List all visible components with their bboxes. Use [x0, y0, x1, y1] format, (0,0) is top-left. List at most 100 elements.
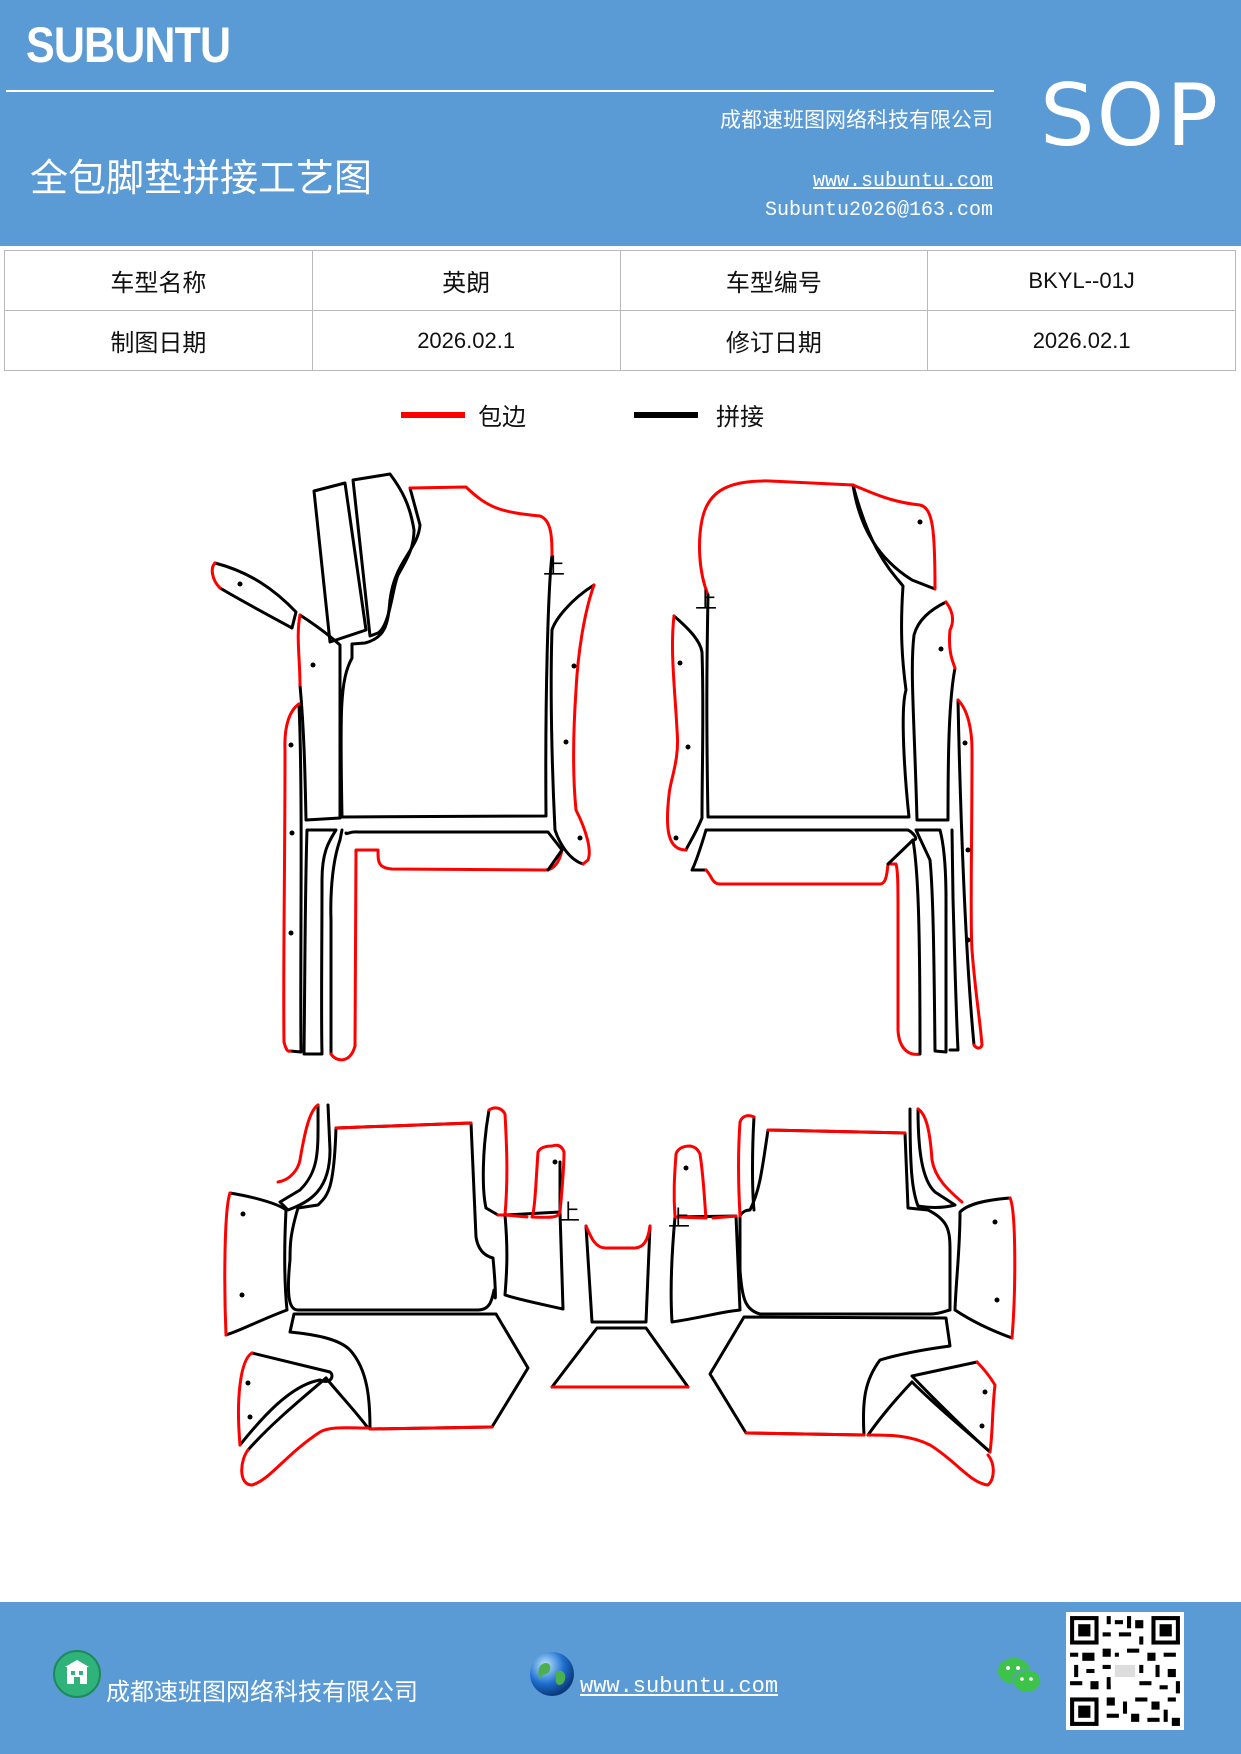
rl-left-side-edge	[223, 1191, 232, 1337]
footer-website-link[interactable]: www.subuntu.com	[580, 1674, 779, 1699]
orientation-mark-front-left: 上	[543, 555, 565, 580]
rl-left-side-seam	[224, 1191, 289, 1337]
ct-lower-seam	[550, 1326, 690, 1389]
draw-date-label: 制图日期	[4, 310, 313, 371]
rr-left-top-edge	[737, 1114, 756, 1218]
rl-dots	[239, 1159, 558, 1420]
fl-pillar-edge	[296, 613, 302, 687]
fr-long-strip-seam	[911, 838, 922, 1056]
fl-top-strip-seam	[351, 472, 416, 638]
fr-cross-seam	[690, 828, 708, 872]
fl-long-strip-seam	[329, 828, 344, 1056]
rl-lower-left-seam3	[324, 1376, 370, 1430]
fl-long-strip-seam	[302, 828, 338, 1056]
legend-edge-swatch	[401, 412, 465, 418]
front-left-mat	[210, 472, 596, 1062]
orientation-mark-rear-left: 上	[558, 1201, 580, 1226]
rear-right-mat	[669, 1107, 1017, 1487]
sop-badge: SOP	[1040, 66, 1221, 166]
fl-top-strip-seam	[312, 481, 368, 644]
rl-narrow-edge	[503, 1213, 529, 1219]
revision-date-value: 2026.02.1	[927, 310, 1236, 371]
fr-cross-seam	[704, 828, 918, 842]
fr-cross-edge	[704, 862, 922, 1056]
ct-upper-edge	[584, 1224, 652, 1250]
rl-lower-left-seam	[238, 1351, 334, 1447]
fl-main-seam	[339, 486, 554, 819]
vehicle-info-table: 车型名称 英朗 车型编号 BKYL--01J 制图日期 2026.02.1 修订…	[4, 250, 1236, 371]
model-name-label: 车型名称	[4, 250, 313, 311]
orientation-mark-front-right: 上	[695, 589, 717, 614]
rl-main-edge	[334, 1121, 473, 1130]
fl-long-strip-edge	[329, 848, 564, 1062]
rl-lower-left-seam2	[246, 1376, 328, 1452]
contact-email[interactable]: Subuntu2026@163.com	[764, 199, 993, 222]
fr-main-edge	[698, 479, 855, 597]
rr-narrow-edge	[711, 1214, 738, 1220]
rl-lower-left-edge	[240, 1426, 370, 1487]
rl-lower-left-edge	[237, 1351, 254, 1447]
qr-code[interactable]	[1066, 1612, 1184, 1730]
floor-mat-splice-diagram: 上 上 上 上	[210, 472, 1017, 1487]
rr-right-top-edge	[916, 1107, 964, 1204]
rl-left-top-edge	[276, 1103, 320, 1184]
rr-left-top-seam	[751, 1115, 756, 1212]
rr-right-top-seam	[908, 1107, 957, 1209]
ct-upper-seam	[584, 1224, 652, 1324]
rr-lower-edge	[744, 1431, 866, 1437]
table-row: 制图日期 2026.02.1 修订日期 2026.02.1	[4, 310, 1236, 371]
revision-date-label: 修订日期	[619, 310, 929, 371]
fl-main-edge	[408, 485, 554, 557]
rr-right-side-seam	[953, 1196, 1014, 1340]
fl-arm-seam	[213, 561, 298, 630]
fr-left-strip-edge	[665, 614, 688, 852]
legend-seam-swatch	[634, 412, 698, 418]
legend-seam-label: 拼接	[716, 403, 764, 431]
website-link[interactable]: www.subuntu.com	[812, 170, 993, 193]
fr-main-seam	[705, 483, 911, 819]
fl-arm-edge	[210, 561, 222, 590]
legend-edge-label: 包边	[478, 403, 526, 431]
model-code-label: 车型编号	[619, 250, 929, 311]
fl-pillar-seam	[298, 613, 342, 822]
fr-long-strip-seam	[956, 698, 976, 1047]
fl-cross-seam	[344, 830, 564, 872]
rr-lower-seam	[708, 1315, 952, 1437]
brand-logo: SUBUNTU	[26, 17, 231, 73]
model-code-value: BKYL--01J	[927, 250, 1236, 311]
rr-main-edge	[766, 1128, 907, 1135]
fr-long-strip-edge	[956, 698, 984, 1050]
building-icon	[53, 1650, 101, 1698]
draw-date-value: 2026.02.1	[311, 310, 621, 371]
document-title: 全包脚垫拼接工艺图	[30, 156, 373, 200]
fl-right-strip-edge	[572, 583, 596, 866]
rr-dots	[683, 1165, 1000, 1429]
header-divider	[6, 90, 994, 92]
rl-left-top-seam	[278, 1103, 332, 1212]
fr-long-strip-seam	[914, 828, 948, 1054]
fl-long-strip-seam	[288, 702, 303, 1054]
rl-right-top-seam	[481, 1108, 500, 1217]
header-banner: SUBUNTU 成都速班图网络科技有限公司 全包脚垫拼接工艺图 www.subu…	[0, 0, 1241, 246]
fl-right-strip-seam	[549, 583, 596, 866]
wechat-icon[interactable]	[996, 1654, 1044, 1698]
fr-dots	[673, 519, 971, 943]
fr-left-strip-seam	[672, 614, 705, 852]
rl-right-top-edge	[487, 1106, 509, 1217]
rr-main-seam	[738, 1128, 952, 1316]
front-right-mat	[665, 479, 984, 1056]
fr-pillar-seam	[910, 600, 957, 822]
footer-company-name: 成都速班图网络科技有限公司	[106, 1678, 418, 1706]
rr-lower-right-seam	[910, 1360, 992, 1454]
rr-lower-right-edge	[866, 1433, 995, 1487]
rr-arrow-strip-edge	[672, 1144, 708, 1220]
rr-lower-right-seam2	[910, 1380, 990, 1452]
rr-narrow-seam	[669, 1214, 742, 1324]
fl-long-strip-edge	[282, 702, 301, 1053]
company-name: 成都速班图网络科技有限公司	[720, 108, 993, 132]
fl-dots	[237, 581, 583, 936]
fr-cross-seam	[886, 838, 915, 866]
rr-lower-right-edge	[975, 1360, 997, 1454]
rear-left-mat	[223, 1103, 566, 1487]
model-name-value: 英朗	[311, 250, 621, 311]
